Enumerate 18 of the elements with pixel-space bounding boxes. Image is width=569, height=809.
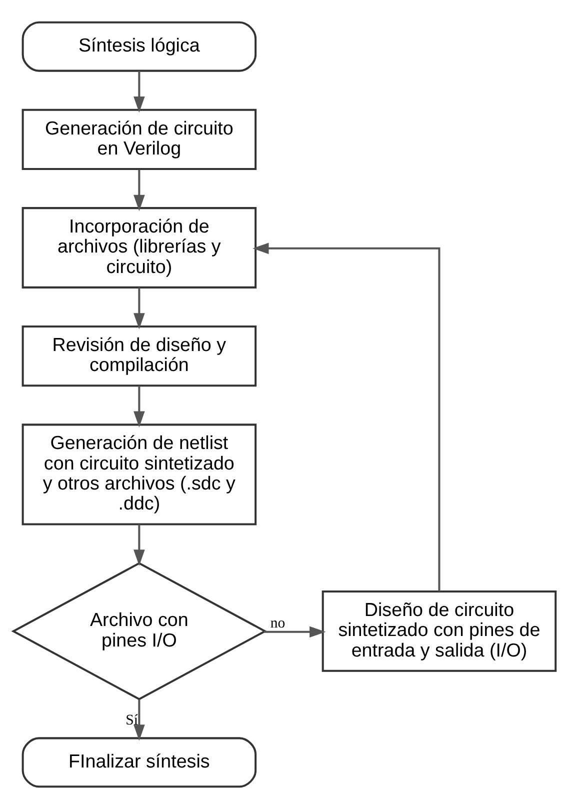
node-diamond: Archivo con pines I/O bbox=[11, 562, 268, 700]
node-box: Síntesis lógica bbox=[22, 21, 257, 72]
arrow bbox=[252, 242, 440, 592]
arrow bbox=[134, 700, 145, 741]
arrow bbox=[134, 386, 145, 428]
arrow bbox=[134, 524, 145, 566]
edge-label: no bbox=[270, 616, 286, 632]
arrow bbox=[134, 170, 145, 212]
arrow bbox=[264, 626, 326, 638]
node-box: Generación de circuito en Verilog bbox=[22, 108, 257, 170]
node-box: Diseño de circuito sintetizado con pines de entrada y salida (I/O) bbox=[322, 590, 557, 672]
node-box: Generación de netlist con circuito sintetizado y otros archivos (.sdc y .ddc) bbox=[22, 424, 257, 526]
node-box: FInalizar síntesis bbox=[22, 737, 257, 788]
arrow bbox=[134, 287, 145, 330]
node-box: Revisión de diseño y compilación bbox=[22, 325, 257, 387]
arrow bbox=[134, 71, 145, 113]
edge-label: Sí bbox=[126, 712, 138, 728]
node-box: Incorporación de archivos (librerías y circuito) bbox=[22, 207, 257, 288]
